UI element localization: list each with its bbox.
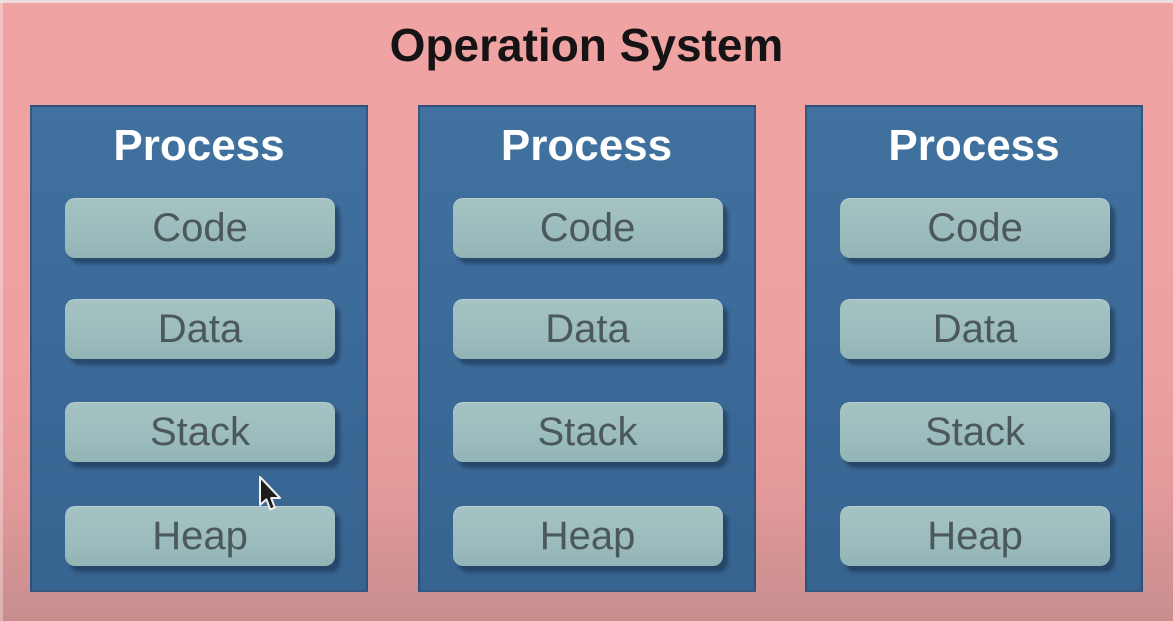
segment-code: Code xyxy=(452,198,723,258)
process-box-3: Process Code Data Stack Heap xyxy=(805,105,1143,592)
segment-heap: Heap xyxy=(840,506,1110,566)
segment-data: Data xyxy=(840,299,1110,359)
segment-heap: Heap xyxy=(65,506,335,566)
process-title: Process xyxy=(888,121,1060,170)
segment-stack: Stack xyxy=(65,402,335,462)
slide-title: Operation System xyxy=(389,19,784,71)
segment-code: Code xyxy=(65,198,335,258)
process-boxes-row: Process Code Data Stack Heap Process Cod… xyxy=(30,105,1143,592)
process-title: Process xyxy=(500,121,673,170)
segment-code: Code xyxy=(840,198,1110,258)
video-edge-highlight-top xyxy=(0,0,1173,3)
process-title: Process xyxy=(113,121,285,170)
segment-data: Data xyxy=(452,299,723,359)
segment-heap: Heap xyxy=(452,506,723,566)
process-box-1: Process Code Data Stack Heap xyxy=(30,105,368,592)
segment-data: Data xyxy=(65,299,335,359)
video-edge-highlight-left xyxy=(0,0,3,621)
segment-stack: Stack xyxy=(840,402,1110,462)
process-box-2: Process Code Data Stack Heap xyxy=(417,105,756,592)
segment-stack: Stack xyxy=(452,402,723,462)
